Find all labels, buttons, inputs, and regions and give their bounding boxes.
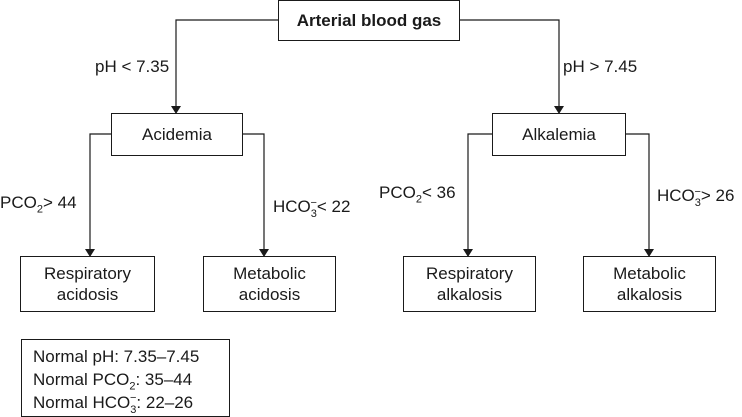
root-node: Arterial blood gas bbox=[278, 0, 460, 41]
edge-root-alkalemia bbox=[460, 19, 564, 114]
met-alkalosis-line2: alkalosis bbox=[616, 285, 683, 304]
legend-pco2: Normal PCO2: 35–44 bbox=[33, 368, 229, 393]
metabolic-acidosis-node: Metabolic acidosis bbox=[203, 256, 336, 312]
legend-hco3-sub: 3 bbox=[130, 404, 137, 416]
hco3-lt-sub: 3 bbox=[310, 208, 317, 220]
right-condition-label: pH > 7.45 bbox=[563, 57, 638, 76]
resp-acidosis-line2: acidosis bbox=[56, 285, 119, 304]
pco2-gt-sub: 2 bbox=[36, 203, 43, 216]
resp-alkalosis-line1: Respiratory bbox=[426, 264, 513, 283]
hco3-lt-suffix: < 22 bbox=[316, 197, 351, 216]
hco3-lt-sup: − bbox=[310, 197, 317, 209]
edge-alkalemia-resp bbox=[463, 133, 492, 257]
pco2-gt-prefix: PCO bbox=[0, 193, 37, 212]
hco3-gt-label: HCO3−> 26 bbox=[657, 186, 735, 209]
legend-pco2-sub: 2 bbox=[129, 380, 136, 393]
legend-pco2-prefix: Normal PCO bbox=[33, 370, 130, 389]
edge-alkalemia-met bbox=[626, 133, 654, 257]
edge-acidemia-resp bbox=[85, 133, 111, 257]
legend-hco3-suffix: : 22–26 bbox=[136, 393, 194, 412]
resp-alkalosis-line2: alkalosis bbox=[436, 285, 503, 304]
hco3-lt-prefix: HCO bbox=[273, 197, 311, 216]
hco3-gt-prefix: HCO bbox=[657, 186, 695, 205]
legend-hco3-scripts: 3− bbox=[130, 391, 136, 417]
alkalemia-node: Alkalemia bbox=[492, 113, 626, 156]
respiratory-acidosis-node: Respiratory acidosis bbox=[20, 256, 155, 312]
pco2-lt-sub: 2 bbox=[415, 193, 422, 206]
legend-hco3-prefix: Normal HCO bbox=[33, 393, 131, 412]
pco2-lt-prefix: PCO bbox=[379, 183, 416, 202]
pco2-lt-suffix: < 36 bbox=[421, 183, 456, 202]
hco3-lt-label: HCO3−< 22 bbox=[273, 197, 351, 220]
normal-values-legend: Normal pH: 7.35–7.45 Normal PCO2: 35–44 … bbox=[21, 339, 230, 417]
hco3-gt-suffix: > 26 bbox=[700, 186, 735, 205]
hco3-gt-sub: 3 bbox=[694, 197, 701, 209]
alkalemia-label: Alkalemia bbox=[522, 125, 596, 144]
legend-pco2-suffix: : 35–44 bbox=[135, 370, 193, 389]
acidemia-node: Acidemia bbox=[111, 113, 243, 156]
resp-acidosis-line1: Respiratory bbox=[44, 264, 131, 283]
legend-hco3: Normal HCO3−: 22–26 bbox=[33, 391, 229, 417]
hco3-gt-sup: − bbox=[694, 186, 701, 198]
edge-acidemia-met bbox=[243, 133, 269, 257]
pco2-lt-label: PCO2< 36 bbox=[379, 183, 456, 206]
left-condition-label: pH < 7.35 bbox=[95, 57, 170, 76]
respiratory-alkalosis-node: Respiratory alkalosis bbox=[403, 256, 536, 312]
legend-hco3-sup: − bbox=[129, 392, 137, 404]
acidemia-label: Acidemia bbox=[142, 125, 212, 144]
edge-root-acidemia bbox=[171, 19, 278, 114]
hco3-gt-scripts: 3− bbox=[694, 186, 701, 209]
pco2-gt-suffix: > 44 bbox=[42, 193, 77, 212]
root-label: Arterial blood gas bbox=[296, 11, 442, 30]
pco2-gt-label: PCO2> 44 bbox=[0, 193, 77, 216]
met-alkalosis-line1: Metabolic bbox=[613, 264, 686, 283]
met-acidosis-line2: acidosis bbox=[238, 285, 301, 304]
legend-ph: Normal pH: 7.35–7.45 bbox=[33, 347, 200, 366]
metabolic-alkalosis-node: Metabolic alkalosis bbox=[583, 256, 716, 312]
met-acidosis-line1: Metabolic bbox=[233, 264, 306, 283]
hco3-lt-scripts: 3− bbox=[310, 197, 317, 220]
